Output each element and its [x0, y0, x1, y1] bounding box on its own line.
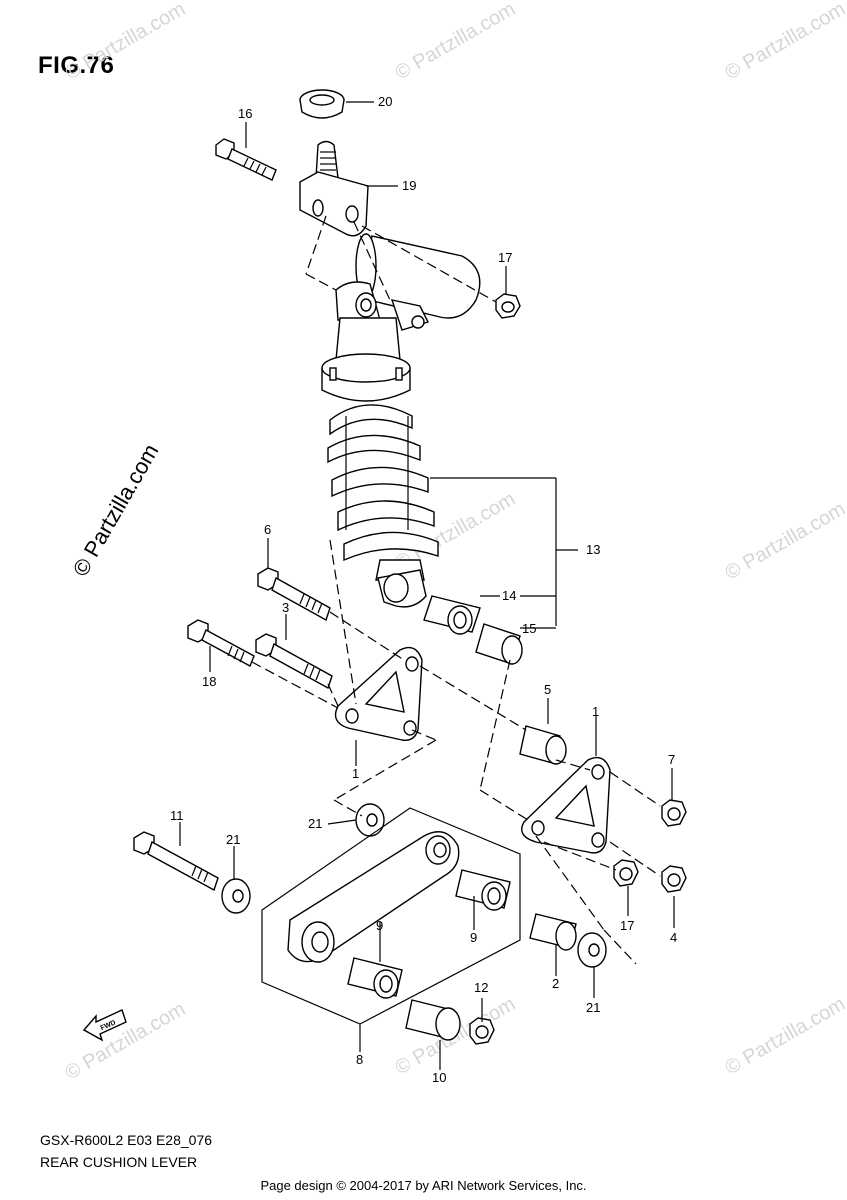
leader-lines	[179, 101, 675, 1070]
part-21-washer-right[interactable]	[577, 932, 607, 968]
callout-13: 13	[586, 542, 600, 557]
shock-reservoir[interactable]	[335, 233, 481, 331]
part-14-bearing[interactable]	[423, 595, 481, 635]
callout-15: 15	[522, 621, 536, 636]
part-5-collar[interactable]	[519, 725, 567, 765]
assembly-lines	[251, 215, 661, 965]
callout-10: 10	[432, 1070, 446, 1085]
part-9-bearing-left[interactable]	[347, 957, 403, 999]
part-3-bolt[interactable]	[255, 633, 333, 690]
callout-7: 7	[668, 752, 675, 767]
callout-1-right: 1	[592, 704, 599, 719]
part-2-spacer[interactable]	[529, 913, 577, 951]
part-13-shock-absorber[interactable]	[321, 317, 439, 608]
part-17-nut-upper[interactable]	[495, 293, 521, 319]
part-11-bolt[interactable]	[133, 831, 219, 892]
callout-20: 20	[378, 94, 392, 109]
callout-21-top: 21	[308, 816, 322, 831]
figure-title: FIG.76	[38, 52, 115, 79]
part-21-washer-top[interactable]	[355, 803, 385, 837]
watermark-6: © Partzilla.com	[62, 998, 190, 1084]
part-1-bracket-right[interactable]	[521, 756, 611, 854]
figure-description: REAR CUSHION LEVER	[40, 1154, 198, 1170]
callout-3: 3	[282, 600, 289, 615]
callout-5: 5	[544, 682, 551, 697]
part-20-cap[interactable]	[299, 89, 345, 119]
callout-17-lower: 17	[620, 918, 634, 933]
part-18-bolt[interactable]	[187, 619, 255, 667]
callout-4: 4	[670, 930, 677, 945]
part-17-nut-lower[interactable]	[613, 859, 639, 887]
callout-1-left: 1	[352, 766, 359, 781]
part-9-bearing-right[interactable]	[455, 869, 511, 911]
part-15-spacer[interactable]	[475, 623, 523, 665]
model-code: GSX-R600L2 E03 E28_076	[40, 1132, 213, 1148]
callout-19: 19	[402, 178, 416, 193]
watermarks: © Partzilla.com © Partzilla.com © Partzi…	[62, 0, 847, 1084]
part-10-collar[interactable]	[405, 999, 461, 1041]
watermark-8: © Partzilla.com	[722, 993, 847, 1079]
callout-12: 12	[474, 980, 488, 995]
part-6-bolt[interactable]	[257, 567, 331, 622]
callout-17-upper: 17	[498, 250, 512, 265]
page-footer: Page design © 2004-2017 by ARI Network S…	[260, 1178, 587, 1193]
part-12-nut[interactable]	[469, 1017, 495, 1045]
callout-9-left: 9	[376, 918, 383, 933]
watermark-2: © Partzilla.com	[392, 0, 520, 84]
callout-21-left: 21	[226, 832, 240, 847]
callout-16: 16	[238, 106, 252, 121]
part-1-bracket-left[interactable]	[334, 646, 423, 741]
callout-8: 8	[356, 1052, 363, 1067]
callout-21-right: 21	[586, 1000, 600, 1015]
callout-18: 18	[202, 674, 216, 689]
callout-2: 2	[552, 976, 559, 991]
callout-14: 14	[502, 588, 516, 603]
part-4-nut[interactable]	[661, 865, 687, 893]
watermark-5: © Partzilla.com	[722, 498, 847, 584]
part-16-bolt[interactable]	[215, 138, 277, 181]
part-8-linkage-rod[interactable]	[261, 807, 521, 1025]
watermark-1: © Partzilla.com	[62, 0, 190, 84]
part-21-washer-left[interactable]	[221, 878, 251, 914]
part-7-nut[interactable]	[661, 799, 687, 827]
part-19-clevis[interactable]	[299, 140, 369, 237]
callout-6: 6	[264, 522, 271, 537]
watermark-side: © Partzilla.com	[68, 440, 164, 581]
callout-9-right: 9	[470, 930, 477, 945]
callout-11: 11	[170, 808, 184, 823]
callouts: 20 16 19 17 13 14 15 6 3 18 1 5 1 7 11 2…	[170, 94, 677, 1085]
watermark-3: © Partzilla.com	[722, 0, 847, 84]
